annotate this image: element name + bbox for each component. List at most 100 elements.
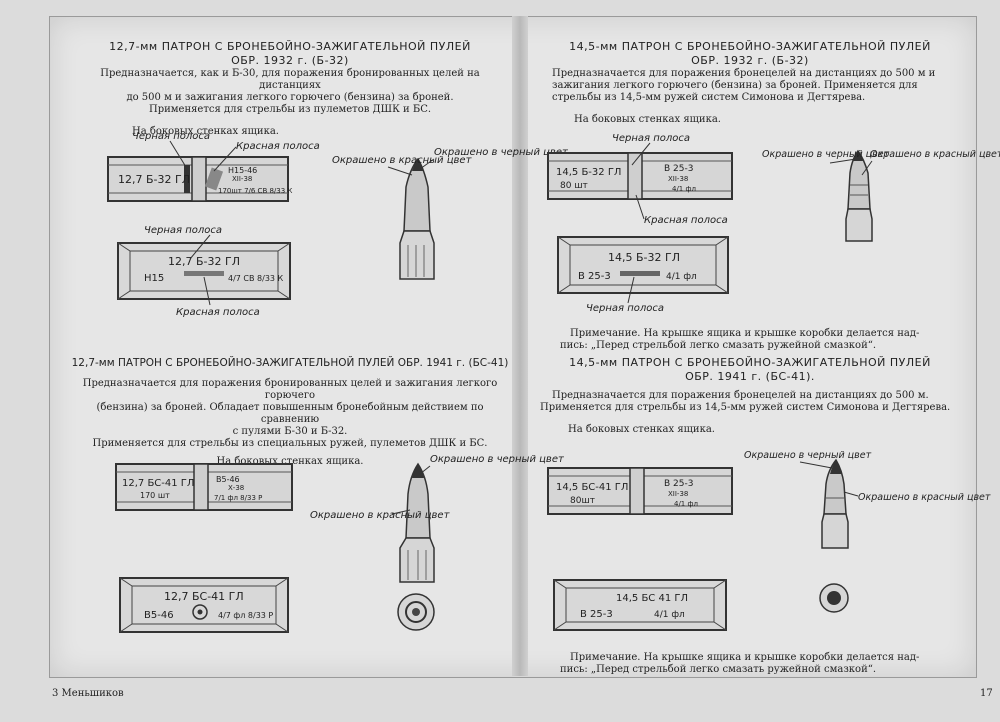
label-black-stripe: Черная полоса [132,131,210,142]
lid-label: 12,7 БС-41 ГЛ [164,590,244,603]
book-spine [512,16,528,676]
label-red-stripe: Красная полоса [236,141,320,152]
crate-date: ХII-38 [232,175,252,183]
leader-line [391,509,411,515]
label-black-stripe-lid: Черная полоса [144,225,222,236]
description-line: Предназначается для поражения бронецелей… [552,68,936,79]
crate-label: 14,5 Б-32 ГЛ [556,167,621,178]
section-title: 12,7-мм ПАТРОН С БРОНЕБОЙНО-ЗАЖИГАТЕЛЬНО… [71,357,509,369]
lid-label: 12,7 Б-32 ГЛ [168,255,240,268]
section-title: 12,7-мм ПАТРОН С БРОНЕБОЙНО-ЗАЖИГАТЕЛЬНО… [109,40,471,53]
crate-lid-view: 14,5 БС 41 ГЛ В 25-3 4/1 фл [553,579,727,631]
label-red-stripe: Красная полоса [644,215,728,226]
section-14-5-b32: 14,5-мм ПАТРОН С БРОНЕБОЙНО-ЗАЖИГАТЕЛЬНО… [540,40,960,126]
crate-marks: 7/1 фл 8/33 Р [214,494,262,502]
note-block: Примечание. На крышке ящика и крышке кор… [560,652,960,676]
leader-line [861,160,873,176]
description-line: Предназначается, как и Б-30, для поражен… [100,68,480,91]
diagram-12-7-b32: 12,7 Б-32 ГЛ Н15-46 ХII-38 170шт 7/6 СВ … [107,131,569,318]
label-black-stripe: Черная полоса [612,133,690,144]
leader-line [799,461,833,469]
black-stripe-mark [620,271,660,276]
crate-side-view: 12,7 БС-41 ГЛ 170 шт В5-46 Х-38 7/1 фл 8… [115,463,293,511]
crate-label: 14,5 БС-41 ГЛ [556,482,628,493]
label-painted-black: Окрашено в черный цвет [762,149,890,160]
crate-side-view: 14,5 БС-41 ГЛ 80шт В 25-3 ХII-38 4/1 фл [547,467,733,515]
crate-label: 12,7 Б-32 ГЛ [118,173,190,186]
crate-count: 80шт [570,496,595,506]
leader-line [635,194,645,220]
description-line: Применяется для стрельбы из специальных … [92,438,488,449]
crate-lid-view: 14,5 Б-32 ГЛ В 25-3 4/1 фл [557,236,729,294]
lid-lot: Н15 [144,273,164,284]
description-line: (бензина) за броней. Обладает повышенным… [96,402,484,425]
section-title: 14,5-мм ПАТРОН С БРОНЕБОЙНО-ЗАЖИГАТЕЛЬНО… [569,356,931,369]
leader-line [627,276,635,304]
note-line: Примечание. На крышке ящика и крышке кор… [570,328,920,339]
leader-line [203,276,211,306]
crate-date: ХII-38 [668,490,688,498]
diagram-14-5-b32: 14,5 Б-32 ГЛ 80 шт В 25-3 ХII-38 4/1 фл … [547,133,1000,314]
label-painted-red: Окрашено в красный цвет [870,149,1000,160]
section-subtitle: ОБР. 1932 г. (Б-32) [691,54,809,67]
crate-lid-view: 12,7 Б-32 ГЛ Н15 4/7 СВ 8/33 К [117,242,291,300]
crate-count: 80 шт [560,181,588,191]
crate-marks: 4/1 фл [674,500,698,508]
crate-side-view: 12,7 Б-32 ГЛ Н15-46 ХII-38 170шт 7/6 СВ … [107,156,292,202]
section-14-5-bs41: 14,5-мм ПАТРОН С БРОНЕБОЙНО-ЗАЖИГАТЕЛЬНО… [540,356,960,436]
note-line: пись: „Перед стрельбой легко смазать руж… [560,664,877,675]
leader-line [213,146,237,172]
crate-count: 170 шт [140,491,170,500]
description-line: Применяется для стрельбы из пулеметов ДШ… [148,104,432,115]
description-line: Предназначается для поражения бронирован… [82,378,498,401]
label-painted-black: Окрашено в черный цвет [434,147,569,158]
lid-label: 14,5 Б-32 ГЛ [608,251,680,264]
lid-marks: 4/1 фл [666,272,697,282]
note-line: пись: „Перед стрельбой легко смазать руж… [560,340,877,351]
label-painted-red-text: Окрашено в красный цвет [332,155,473,166]
section-12-7-bs41: 12,7-мм ПАТРОН С БРОНЕБОЙНО-ЗАЖИГАТЕЛЬНО… [70,356,510,468]
crate-label: 12,7 БС-41 ГЛ [122,478,194,489]
note-block: Примечание. На крышке ящика и крышке кор… [560,328,960,352]
crate-date: ХII-38 [668,175,688,183]
red-stripe-mark [204,167,224,191]
bullet-drawing [397,462,435,631]
diagram-14-5-bs41: 14,5 БС-41 ГЛ 80шт В 25-3 ХII-38 4/1 фл … [547,450,991,631]
description-line: стрельбы из 14,5-мм ружей систем Симонов… [552,92,866,103]
label-black-stripe-lid: Черная полоса [586,303,664,314]
note-line: Примечание. На крышке ящика и крышке кор… [570,652,920,663]
lid-marks: 4/7 СВ 8/33 К [228,274,284,283]
label-red-stripe-lid: Красная полоса [176,307,260,318]
crate-lid-view: 12,7 БС-41 ГЛ В5-46 4/7 фл 8/33 Р [119,577,289,633]
crate-date: Х-38 [228,484,244,492]
label-painted-red: Окрашено в красный цвет [858,492,991,503]
leader-line [387,166,413,176]
leader-line [829,158,857,164]
description-line: Применяется для стрельбы из 14,5-мм руже… [540,402,951,413]
bullet-drawing [399,157,435,280]
leader-line [631,142,651,166]
leader-line [189,234,211,260]
crate-lot: В 25-3 [664,479,693,489]
bullet-drawing [819,458,849,613]
side-caption: На боковых стенках ящика. [216,456,364,467]
red-stripe-mark [184,271,224,276]
crate-marks: 4/1 фл [672,185,696,193]
crate-lot: Н15-46 [228,166,257,175]
crate-side-view: 14,5 Б-32 ГЛ 80 шт В 25-3 ХII-38 4/1 фл [547,152,733,200]
side-caption: На боковых стенках ящика. [132,126,279,137]
crate-lot: В5-46 [216,475,240,484]
label-painted-black: Окрашено в черный цвет [744,450,872,461]
section-subtitle: ОБР. 1932 г. (Б-32) [231,54,349,67]
lid-marks: 4/7 фл 8/33 Р [218,611,273,620]
primer-mark [192,604,208,620]
lid-lot: В5-46 [144,610,174,621]
lid-lot: В 25-3 [578,271,611,282]
section-subtitle: ОБР. 1941 г. (БС-41). [685,370,815,383]
lid-lot: В 25-3 [580,609,613,620]
leader-line [843,491,859,497]
page-number: 17 [980,688,993,699]
section-12-7-b32: 12,7-мм ПАТРОН С БРОНЕБОЙНО-ЗАЖИГАТЕЛЬНО… [70,40,510,138]
description-line: Предназначается для поражения бронецелей… [552,390,929,401]
